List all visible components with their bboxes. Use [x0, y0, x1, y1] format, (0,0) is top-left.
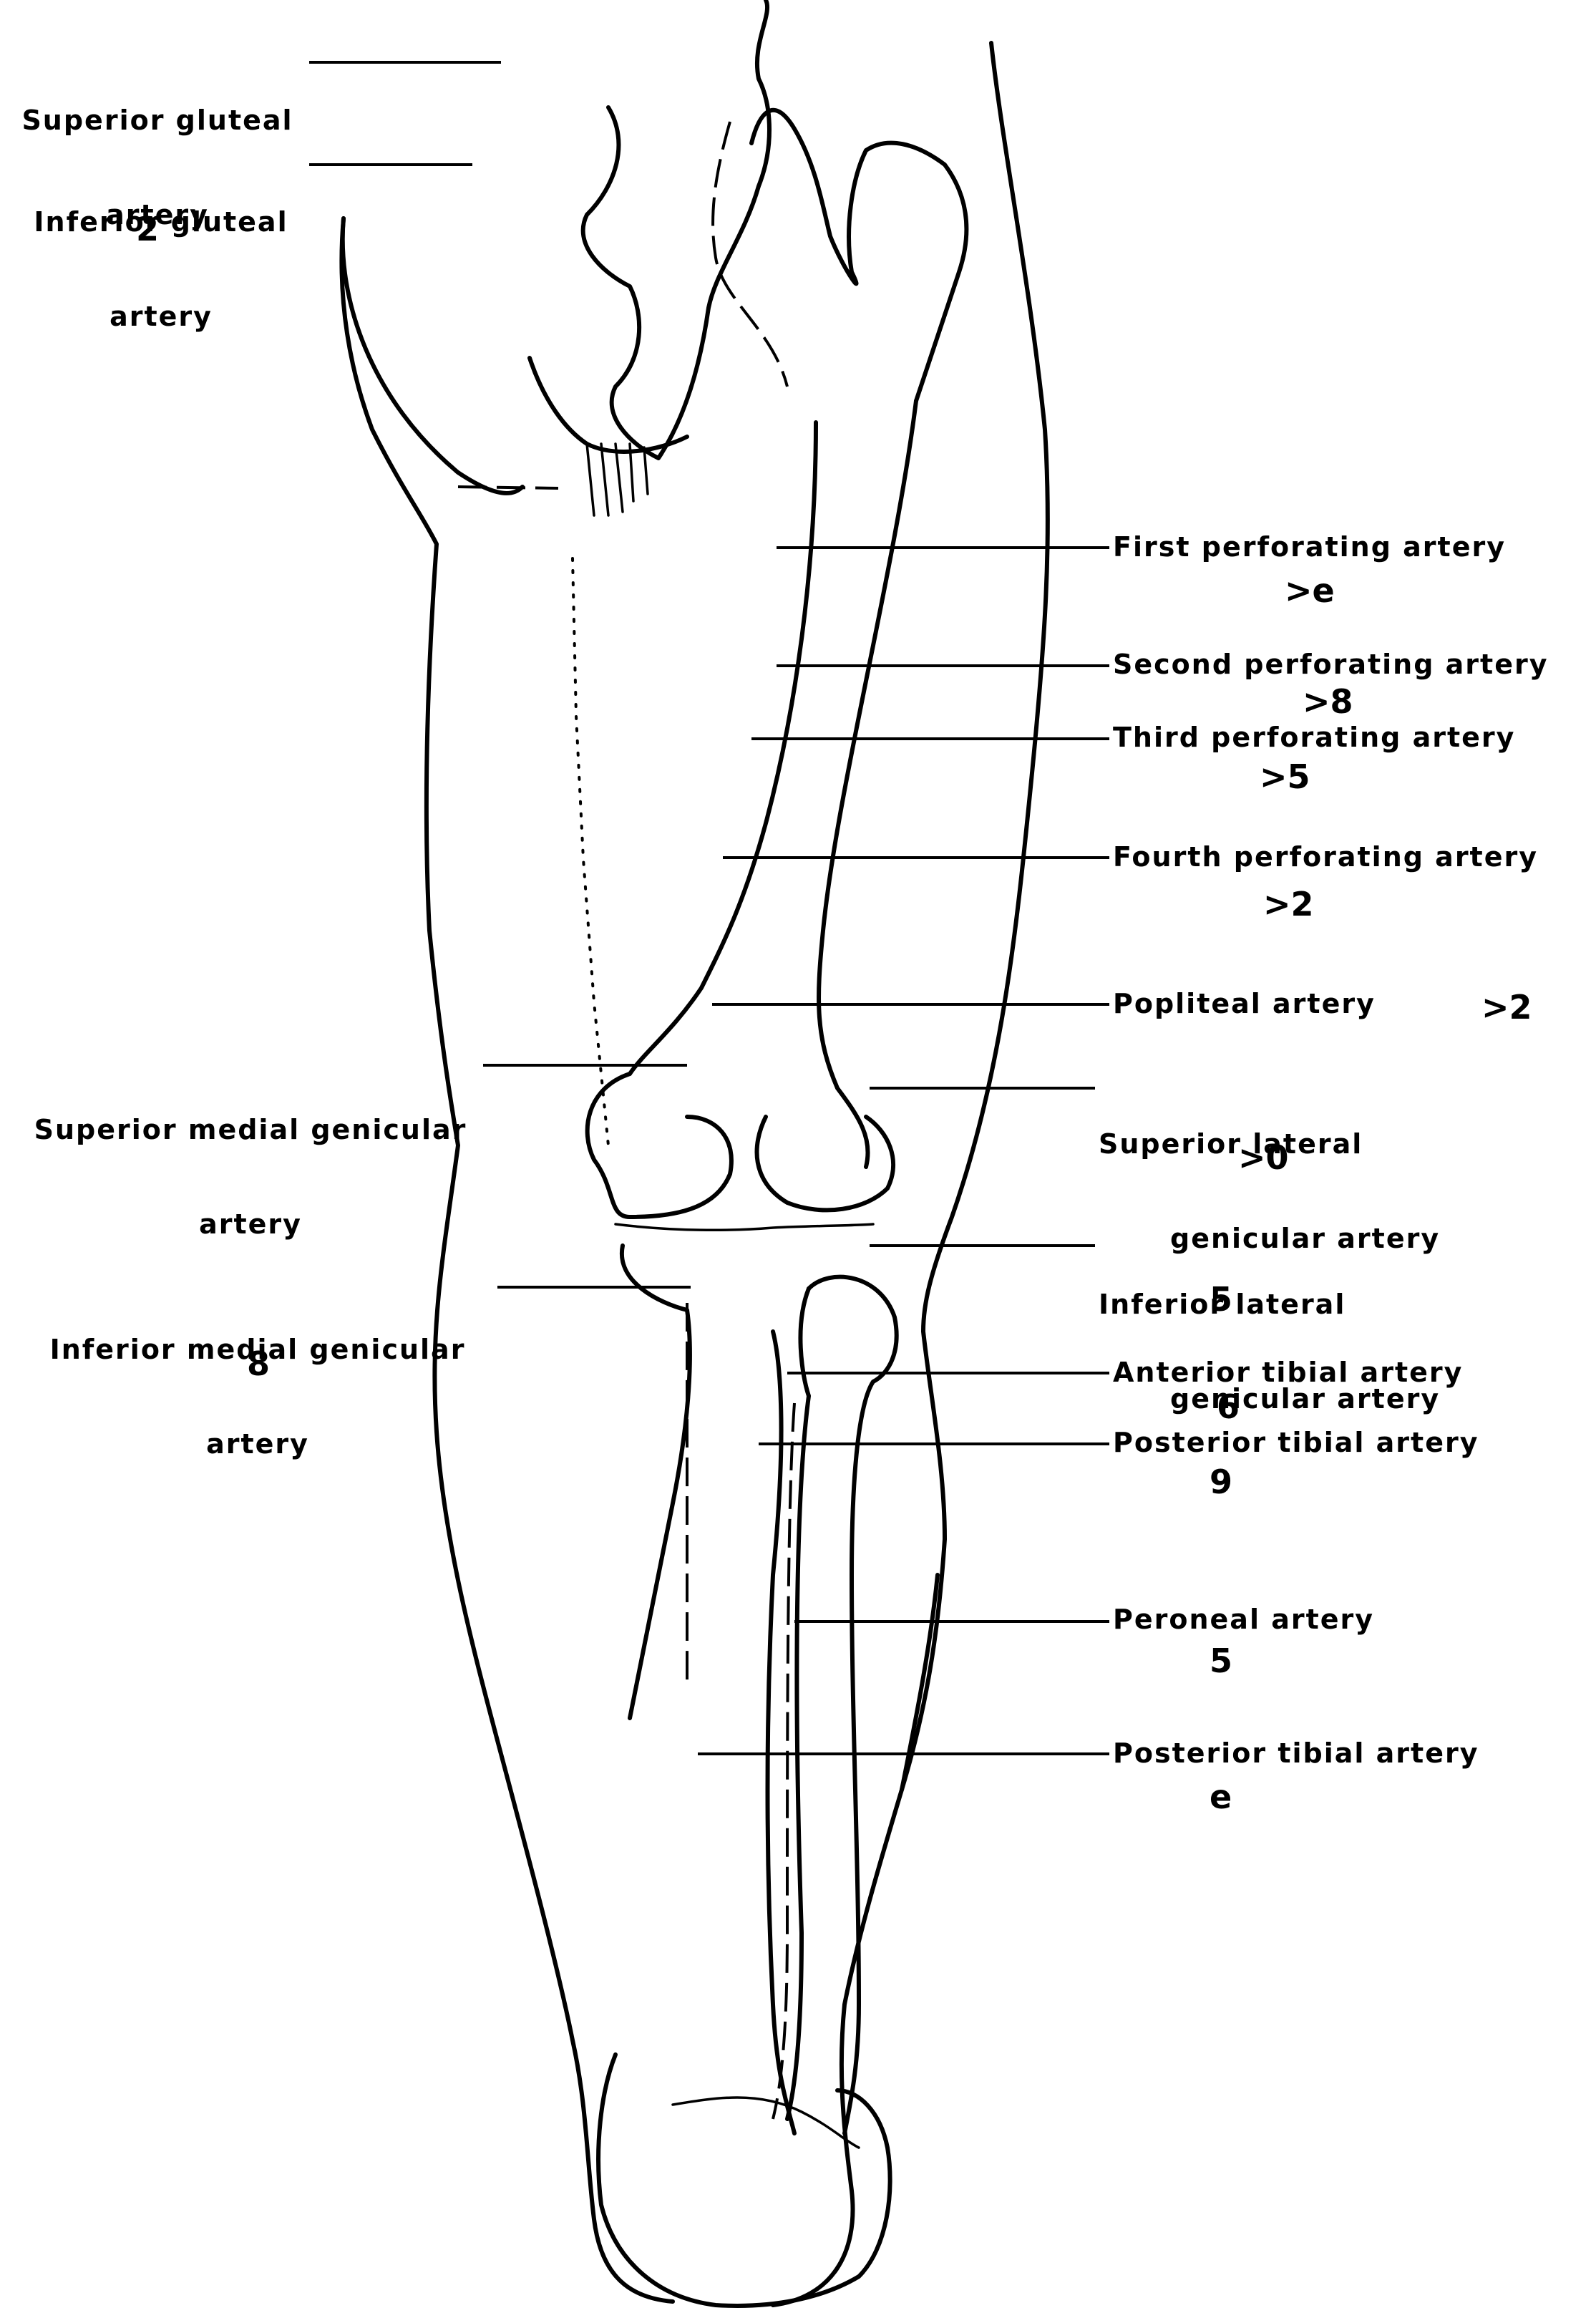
gluteal-hatching: [587, 444, 648, 515]
number-popliteal: >2: [1481, 989, 1532, 1025]
ischium-outline: [530, 358, 687, 452]
number-anterior-tibial: 6: [1217, 1389, 1240, 1425]
number-posterior-tibial-upper: 9: [1210, 1464, 1232, 1500]
label-inferior-gluteal: Inferior gluteal artery: [11, 143, 311, 395]
gluteal-fold: [458, 487, 558, 488]
calcaneus-outline: [598, 2055, 890, 2306]
tibia-left: [622, 1246, 690, 1718]
label-superior-medial-genicular-line2: artery: [14, 1208, 487, 1240]
number-posterior-tibial-lower: e: [1210, 1779, 1232, 1815]
label-inferior-gluteal-line1: Inferior gluteal: [11, 206, 311, 238]
knee-joint-line: [615, 1224, 873, 1230]
label-fourth-perforating: Fourth perforating artery: [1113, 841, 1538, 873]
femur-shaft-left: [630, 422, 816, 1074]
label-inferior-lateral-genicular-line1: Inferior lateral: [1099, 1289, 1440, 1320]
number-fourth-perforating: >2: [1263, 886, 1314, 922]
label-peroneal: Peroneal artery: [1113, 1604, 1374, 1635]
tibia-shaft: [768, 1332, 795, 2133]
number-inferior-medial-genicular: 8: [247, 1346, 270, 1382]
number-third-perforating: >5: [1260, 759, 1310, 795]
label-posterior-tibial-upper: Posterior tibial artery: [1113, 1427, 1479, 1458]
label-superior-gluteal-line1: Superior gluteal: [7, 105, 308, 136]
label-inferior-gluteal-line2: artery: [11, 301, 311, 332]
label-anterior-tibial: Anterior tibial artery: [1113, 1357, 1463, 1388]
tibia-inner: [773, 1403, 794, 2119]
label-inferior-medial-genicular-line2: artery: [14, 1428, 501, 1460]
number-first-perforating: >e: [1285, 573, 1335, 608]
label-first-perforating: First perforating artery: [1113, 531, 1506, 563]
label-inferior-medial-genicular: Inferior medial genicular artery: [14, 1271, 501, 1523]
number-peroneal: 5: [1210, 1643, 1232, 1679]
vessel-dotted-path: [573, 558, 608, 1145]
label-second-perforating: Second perforating artery: [1113, 649, 1549, 680]
number-superior-lateral-genicular: >0: [1238, 1140, 1289, 1175]
number-inferior-gluteal: 2: [136, 211, 159, 247]
label-third-perforating: Third perforating artery: [1113, 722, 1515, 753]
label-superior-medial-genicular-line1: Superior medial genicular: [14, 1114, 487, 1145]
fibula-shaft: [787, 1289, 809, 2119]
number-inferior-lateral-genicular: 5: [1210, 1281, 1232, 1317]
number-second-perforating: >8: [1303, 684, 1353, 719]
label-popliteal: Popliteal artery: [1113, 988, 1376, 1019]
buttock-contour: [343, 218, 522, 493]
label-posterior-tibial-lower: Posterior tibial artery: [1113, 1737, 1479, 1769]
fibula-head: [809, 1277, 897, 2133]
pelvis-outline: [583, 0, 769, 458]
ankle-joint: [673, 2098, 859, 2148]
calf-lateral: [902, 1575, 938, 1790]
label-superior-medial-genicular: Superior medial genicular artery: [14, 1051, 487, 1303]
medial-condyle: [588, 1074, 731, 1217]
femur-head: [751, 110, 966, 401]
greater-trochanter: [713, 122, 787, 387]
femur-shaft-right: [819, 401, 916, 1167]
lateral-condyle: [757, 1117, 894, 1210]
leg-outline-right: [773, 43, 1048, 2305]
